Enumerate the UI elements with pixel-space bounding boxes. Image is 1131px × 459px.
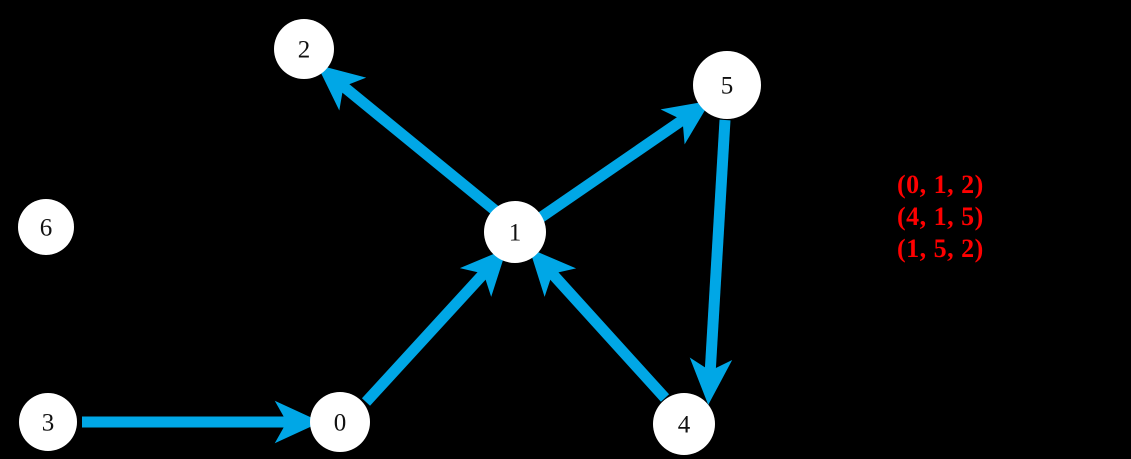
graph-node-circle-6[interactable] xyxy=(18,199,74,255)
graph-node-circle-0[interactable] xyxy=(310,392,370,452)
graph-edges-layer xyxy=(82,64,733,444)
annotation-tuple-2: (1, 5, 2) xyxy=(897,234,984,263)
graph-edge-1-to-5 xyxy=(536,100,711,223)
graph-nodes-layer: 0 1 2 3 4 5 6 xyxy=(18,19,761,455)
annotation-tuple-0: (0, 1, 2) xyxy=(897,170,984,199)
graph-node-6[interactable]: 6 xyxy=(18,199,74,255)
graph-node-circle-1[interactable] xyxy=(484,201,546,263)
graph-node-circle-2[interactable] xyxy=(274,19,334,79)
graph-node-circle-3[interactable] xyxy=(19,393,77,451)
graph-edge-5-to-4 xyxy=(689,119,733,405)
graph-node-2[interactable]: 2 xyxy=(274,19,334,79)
annotations-layer: (0, 1, 2) (4, 1, 5) (1, 5, 2) xyxy=(897,170,984,263)
graph-edge-0-to-1 xyxy=(361,248,507,406)
graph-node-3[interactable]: 3 xyxy=(19,393,77,451)
graph-node-1[interactable]: 1 xyxy=(484,201,546,263)
graph-node-5[interactable]: 5 xyxy=(693,51,761,119)
graph-node-0[interactable]: 0 xyxy=(310,392,370,452)
graph-node-circle-4[interactable] xyxy=(653,393,715,455)
graph-node-4[interactable]: 4 xyxy=(653,393,715,455)
graph-edge-4-to-1 xyxy=(529,248,670,402)
annotation-tuple-1: (4, 1, 5) xyxy=(897,202,984,231)
graph-node-circle-5[interactable] xyxy=(693,51,761,119)
graph-edge-1-to-2 xyxy=(316,64,501,217)
